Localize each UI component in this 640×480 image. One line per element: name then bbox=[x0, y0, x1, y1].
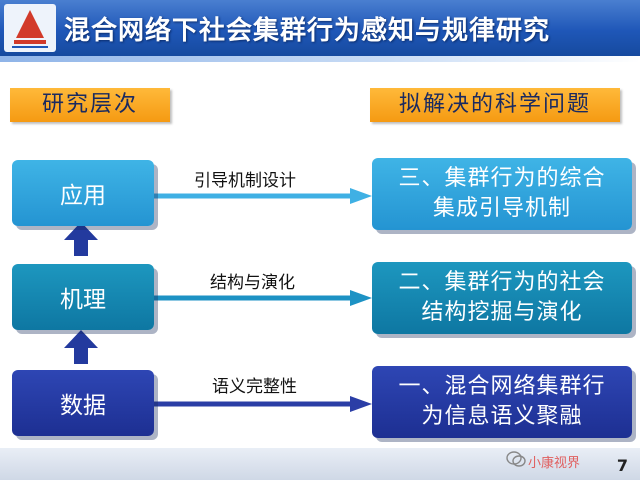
arrow-label-guidance: 引导机制设计 bbox=[194, 171, 296, 191]
problem-two: 二、集群行为的社会结构挖掘与演化 bbox=[372, 262, 632, 334]
problem-line: 二、集群行为的社会 bbox=[398, 270, 606, 295]
page-title: 混合网络下社会集群行为感知与规律研究 bbox=[64, 16, 551, 46]
problem-line: 三、集群行为的综合 bbox=[398, 166, 606, 191]
up-arrow-head-2 bbox=[64, 330, 98, 348]
up-arrow-shaft-1 bbox=[74, 238, 88, 256]
level-application: 应用 bbox=[12, 160, 154, 226]
arrow-label-structure: 结构与演化 bbox=[210, 273, 295, 293]
arrow-head-data bbox=[350, 396, 372, 412]
title-bar bbox=[0, 0, 640, 56]
problem-line: 集成引导机制 bbox=[432, 196, 571, 221]
level-label: 应用 bbox=[60, 183, 106, 209]
level-mechanism: 机理 bbox=[12, 264, 154, 330]
header-scientific-problems: 拟解决的科学问题 bbox=[370, 88, 620, 122]
university-logo bbox=[4, 4, 56, 52]
up-arrow-head-1 bbox=[64, 222, 98, 240]
up-arrow-shaft-2 bbox=[74, 346, 88, 364]
problem-three: 三、集群行为的综合集成引导机制 bbox=[372, 158, 632, 230]
title-bar-stripe bbox=[0, 56, 640, 62]
arrow-head-app bbox=[350, 188, 372, 204]
problem-line: 一、混合网络集群行 bbox=[398, 374, 606, 399]
level-label: 数据 bbox=[60, 393, 106, 419]
problem-one: 一、混合网络集群行为信息语义聚融 bbox=[372, 366, 632, 438]
wechat-icon bbox=[506, 451, 526, 467]
level-data: 数据 bbox=[12, 370, 154, 436]
page-number: 7 bbox=[616, 456, 628, 475]
problem-line: 结构挖掘与演化 bbox=[421, 300, 583, 325]
level-label: 机理 bbox=[60, 287, 106, 313]
watermark-text: 小康视界 bbox=[528, 456, 581, 471]
header-research-levels: 研究层次 bbox=[10, 88, 170, 122]
arrow-head-mech bbox=[350, 290, 372, 306]
problem-line: 为信息语义聚融 bbox=[421, 404, 583, 429]
footer-bar bbox=[0, 448, 640, 480]
arrow-label-semantics: 语义完整性 bbox=[212, 377, 297, 397]
